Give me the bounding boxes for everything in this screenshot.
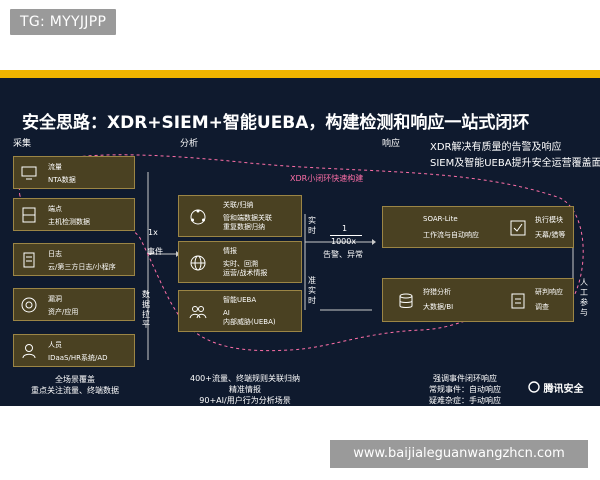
target-icon xyxy=(21,297,37,313)
collect-sub: NTA数据 xyxy=(48,176,76,184)
users-icon xyxy=(189,306,207,319)
alerts-label: 告警、异常 xyxy=(323,250,363,259)
collect-box-endpoint: 端点 主机检测数据 xyxy=(13,198,135,231)
analyze-sub: AI 内部威胁(UEBA) xyxy=(223,309,276,326)
ratio-num: 1 xyxy=(342,224,348,233)
analyze-name: 情报 xyxy=(223,247,237,255)
accent-bar xyxy=(0,70,600,78)
caption-analyze-2: 精准情报 xyxy=(229,385,261,394)
analyze-box-ueba: 智能UEBA AI 内部威胁(UEBA) xyxy=(178,290,302,332)
event-count-label: 1x xyxy=(148,228,158,237)
header-respond: 响应 xyxy=(382,139,401,149)
respond-sub: 工作流与自动响应 xyxy=(423,231,479,239)
caption-respond-3: 疑难杂症：手动响应 xyxy=(429,396,501,405)
slide: 安全思路：XDR+SIEM+智能UEBA，构建检测和响应一站式闭环 采集 分析 … xyxy=(0,78,600,406)
respond-right-sub: 调查 xyxy=(535,303,549,311)
caption-analyze-3: 90+AI/用户行为分析场景 xyxy=(199,396,291,405)
collect-sub: 云/第三方日志/小程序 xyxy=(48,263,116,271)
header-collect: 采集 xyxy=(13,139,32,149)
collect-name: 流量 xyxy=(48,163,62,171)
human-label: 人工参与 xyxy=(580,278,588,317)
person-icon xyxy=(22,344,36,359)
bullet-1: XDR解决有质量的告警及响应 xyxy=(430,142,562,153)
collect-box-vuln: 漏洞 资产/应用 xyxy=(13,288,135,321)
server-icon xyxy=(22,207,36,223)
data-pull-label: 数据拉平 xyxy=(142,290,150,329)
collect-sub: IDaaS/HR系统/AD xyxy=(48,354,108,362)
event-label: 事件 xyxy=(147,247,163,256)
caption-analyze-1: 400+流量、终端规则关联归纳 xyxy=(190,374,300,383)
respond-name: 狩猎分析 xyxy=(423,288,451,296)
xdr-loop-label: XDR小闭环快速构建 xyxy=(290,174,364,183)
respond-right-sub: 天幕/猎等 xyxy=(535,231,566,239)
collect-box-people: 人员 IDaaS/HR系统/AD xyxy=(13,334,135,367)
slide-title: 安全思路：XDR+SIEM+智能UEBA，构建检测和响应一站式闭环 xyxy=(22,113,530,133)
database-icon xyxy=(399,293,413,308)
caption-collect-1: 全场景覆盖 xyxy=(55,375,95,384)
document-icon xyxy=(23,252,35,268)
collect-box-traffic: 流量 NTA数据 xyxy=(13,156,135,189)
tencent-icon xyxy=(528,381,540,393)
ratio-den: 1000x xyxy=(331,237,357,246)
corner-tag: TG: MYYJJPP xyxy=(10,9,117,35)
respond-name: SOAR-Lite xyxy=(423,215,458,223)
realtime-label: 实时 xyxy=(308,216,316,235)
analyze-box-correlate: 关联/归纳 管和端数据关联 重复数据归纳 xyxy=(178,195,302,237)
respond-box-soar: SOAR-Lite 工作流与自动响应 执行模块 天幕/猎等 xyxy=(382,206,574,248)
collect-box-logs: 日志 云/第三方日志/小程序 xyxy=(13,243,135,276)
analyze-box-intel: 情报 实时、回溯 运营/战术情报 xyxy=(178,241,302,283)
monitor-icon xyxy=(21,166,37,180)
caption-respond-2: 常规事件：自动响应 xyxy=(429,385,501,394)
watermark: www.baijialeguanwangzhcn.com xyxy=(330,440,588,468)
logo-text: 腾讯安全 xyxy=(543,384,584,395)
collect-sub: 主机检测数据 xyxy=(48,218,90,226)
collect-sub: 资产/应用 xyxy=(48,308,79,316)
header-analyze: 分析 xyxy=(180,139,199,149)
collect-name: 人员 xyxy=(48,341,62,349)
near-realtime-label: 准实时 xyxy=(308,276,316,305)
collect-name: 日志 xyxy=(48,250,62,258)
analyze-name: 智能UEBA xyxy=(223,296,257,304)
network-icon xyxy=(190,209,206,225)
checkbox-icon xyxy=(510,220,526,236)
respond-right: 执行模块 xyxy=(535,216,563,224)
bullet-2: SIEM及智能UEBA提升安全运营覆盖面 xyxy=(430,158,600,169)
caption-collect-2: 重点关注流量、终端数据 xyxy=(31,386,119,395)
collect-name: 漏洞 xyxy=(48,295,62,303)
analyze-name: 关联/归纳 xyxy=(223,201,254,209)
ratio-divider xyxy=(330,235,362,236)
respond-box-hunt: 狩猎分析 大数据/BI 研判响应 调查 xyxy=(382,278,574,322)
analyze-sub: 管和端数据关联 重复数据归纳 xyxy=(223,214,272,231)
caption-respond-1: 强调事件闭环响应 xyxy=(433,374,497,383)
respond-right: 研判响应 xyxy=(535,288,563,296)
globe-icon xyxy=(190,255,206,271)
report-icon xyxy=(511,293,525,309)
analyze-sub: 实时、回溯 运营/战术情报 xyxy=(223,260,268,277)
brand-logo: 腾讯安全 xyxy=(528,380,583,395)
respond-sub: 大数据/BI xyxy=(423,303,454,311)
collect-name: 端点 xyxy=(48,205,62,213)
